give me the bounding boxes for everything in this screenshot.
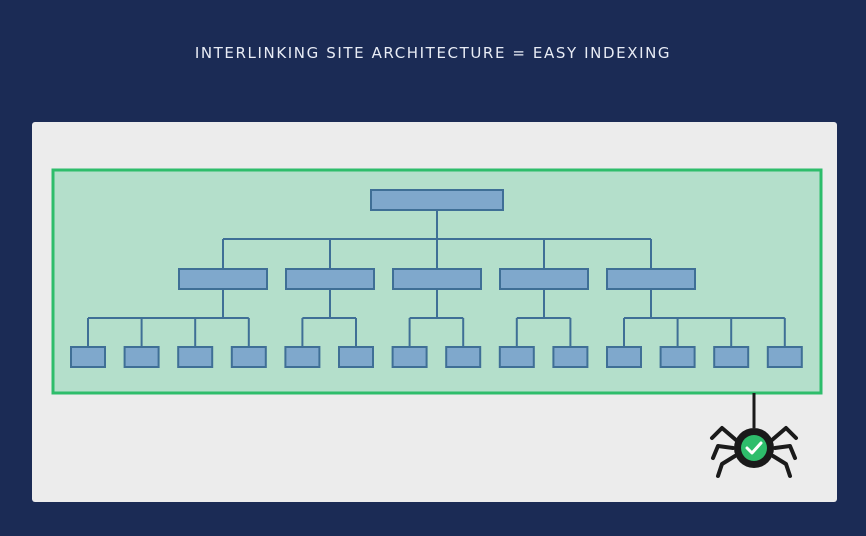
leaf-page-node — [177, 346, 214, 368]
leaf-page-node — [713, 346, 750, 368]
tree-connectors — [87, 210, 786, 347]
leaf-page-node — [766, 346, 803, 368]
leaf-page-node — [445, 346, 482, 368]
tree-nodes — [70, 189, 803, 368]
leaf-page-node — [284, 346, 321, 368]
category-page-node — [499, 268, 589, 290]
leaf-page-node — [391, 346, 428, 368]
leaf-page-node — [338, 346, 374, 368]
spider-icon — [710, 393, 798, 478]
leaf-page-node — [123, 346, 160, 368]
category-page-node — [178, 268, 268, 290]
page-title: INTERLINKING SITE ARCHITECTURE = EASY IN… — [194, 44, 672, 62]
category-page-node — [392, 268, 482, 290]
root-page-node — [370, 189, 504, 211]
leaf-page-node — [70, 346, 106, 368]
leaf-page-node — [659, 346, 696, 368]
leaf-page-node — [606, 346, 642, 368]
leaf-page-node — [498, 346, 535, 368]
spider-badge — [741, 435, 767, 461]
leaf-page-node — [230, 346, 267, 368]
leaf-page-node — [552, 346, 589, 368]
category-page-node — [285, 268, 375, 290]
category-page-node — [606, 268, 696, 290]
check-icon — [745, 441, 763, 455]
spider-legs — [710, 426, 798, 478]
